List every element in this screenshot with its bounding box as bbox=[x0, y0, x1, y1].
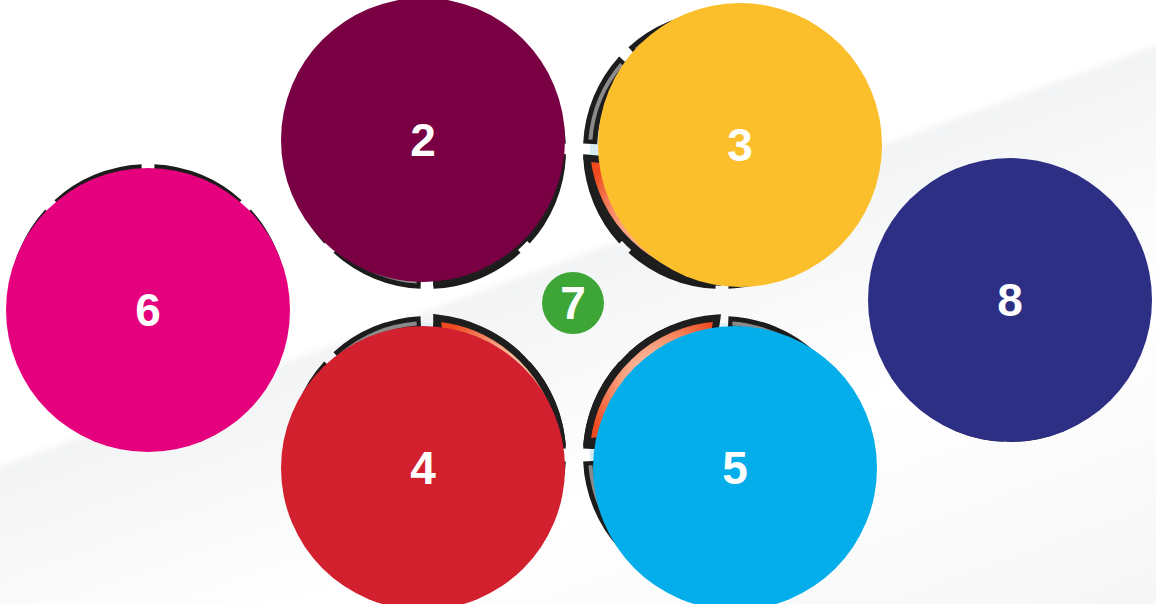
number-badge: 8 bbox=[868, 158, 1152, 442]
glass-circle: 3 bbox=[582, 10, 862, 290]
number-badge: 3 bbox=[598, 3, 882, 287]
orange-lens bbox=[587, 158, 717, 282]
glass-circle: 8 bbox=[870, 163, 1150, 443]
number-badge: 2 bbox=[281, 0, 565, 282]
number-badge: 6 bbox=[6, 168, 290, 452]
glass-circle: 2 bbox=[287, 10, 567, 290]
glass-circle: 5 bbox=[582, 315, 862, 595]
orange-lens bbox=[587, 318, 717, 442]
number-badge: 7 bbox=[542, 272, 604, 334]
center-node: 7 bbox=[542, 272, 604, 334]
number-badge: 5 bbox=[593, 326, 877, 604]
glass-circle: 6 bbox=[8, 163, 288, 443]
number-badge: 4 bbox=[281, 326, 565, 604]
glass-circle: 4 bbox=[287, 315, 567, 595]
orange-lens bbox=[437, 318, 562, 442]
orange-lens bbox=[437, 158, 562, 282]
